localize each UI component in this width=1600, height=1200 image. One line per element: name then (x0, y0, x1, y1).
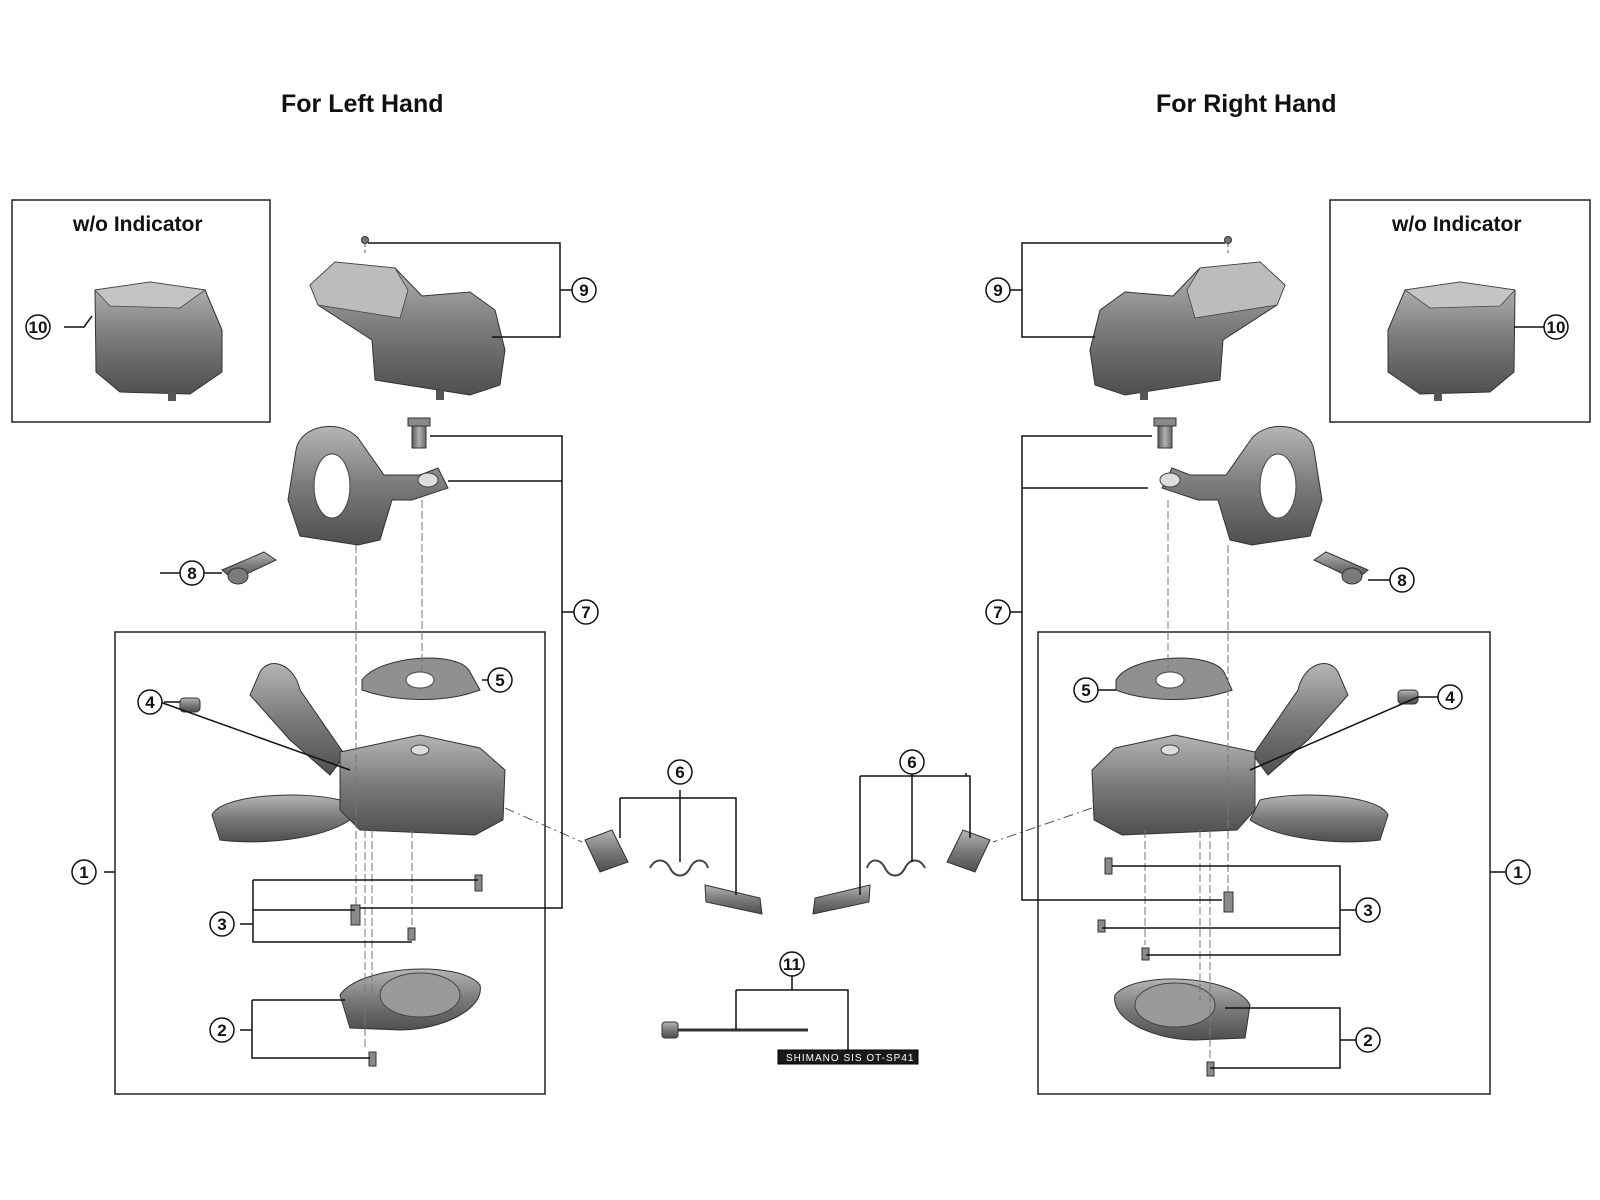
callout-11: 11 (783, 955, 801, 974)
right-indicator-plate (1115, 657, 1233, 700)
callout-4-left: 4 (145, 693, 155, 712)
callout-2-left: 2 (217, 1021, 226, 1040)
heading-right-hand: For Right Hand (1156, 90, 1337, 118)
right-leader-lines (859, 242, 1544, 1069)
right-inset-cover (1387, 281, 1516, 401)
left-main-frame (114, 631, 546, 1095)
cable-housing-print: SHIMANO SIS OT-SP41 (786, 1053, 914, 1064)
callout-7-left: 7 (581, 603, 590, 622)
right-screws (1097, 857, 1234, 1077)
callout-7-right: 7 (993, 603, 1002, 622)
inset-title-right: w/o Indicator (1392, 213, 1522, 236)
right-main-frame (1037, 631, 1491, 1095)
callout-8-left: 8 (187, 564, 196, 583)
left-assembly-lines (355, 500, 423, 1050)
callout-3-right: 3 (1363, 901, 1372, 920)
right-lever-body (1091, 663, 1389, 843)
callout-1-right: 1 (1513, 863, 1522, 882)
heading-left-hand: For Left Hand (281, 90, 444, 118)
callout-6-left: 6 (675, 763, 684, 782)
left-top-cover (309, 236, 506, 400)
left-screws (350, 874, 483, 1067)
callout-9-right: 9 (993, 281, 1002, 300)
left-hand-assembly: 10 9 8 7 5 4 6 1 3 2 (11, 199, 763, 1095)
left-barrel-adjuster (504, 807, 763, 915)
left-lever-body (211, 663, 506, 843)
right-base-plate (1114, 978, 1251, 1041)
callout-6-right: 6 (907, 753, 916, 772)
left-inset-frame (11, 199, 271, 423)
left-callouts: 10 9 8 7 5 4 6 1 3 2 (25, 277, 693, 1043)
callout-5-right: 5 (1081, 681, 1090, 700)
right-inset-frame (1329, 199, 1591, 423)
left-indicator-plate (361, 657, 481, 700)
cable-and-housing: SHIMANO SIS OT-SP41 11 (661, 951, 919, 1065)
callout-4-right: 4 (1445, 688, 1455, 707)
right-barrel-adjuster (812, 807, 1093, 915)
right-hand-assembly: 10 9 8 7 5 4 6 1 3 2 (812, 199, 1591, 1095)
left-clamp-band (221, 417, 449, 585)
inset-title-left: w/o Indicator (73, 213, 203, 236)
callout-3-left: 3 (217, 915, 226, 934)
callout-1-left: 1 (79, 863, 88, 882)
callout-9-left: 9 (579, 281, 588, 300)
left-base-plate (339, 968, 481, 1031)
left-leader-lines (64, 242, 737, 1059)
callout-5-left: 5 (495, 671, 504, 690)
right-assembly-lines (1144, 500, 1229, 1060)
left-inset-cover (94, 281, 223, 401)
callout-10-left: 10 (29, 318, 48, 337)
right-clamp-band (1153, 417, 1369, 585)
callout-8-right: 8 (1397, 571, 1406, 590)
right-callouts: 10 9 8 7 5 4 6 1 3 2 (899, 277, 1569, 1053)
right-top-cover (1089, 236, 1286, 400)
callout-2-right: 2 (1363, 1031, 1372, 1050)
callout-10-right: 10 (1547, 318, 1566, 337)
